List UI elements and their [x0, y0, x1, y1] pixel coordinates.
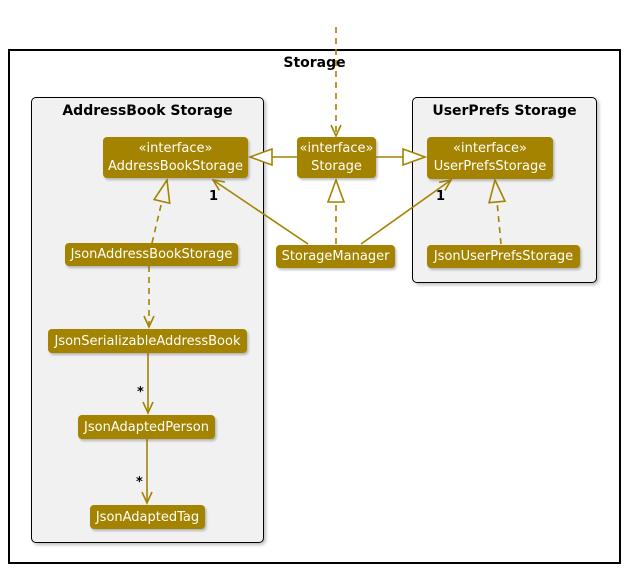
class-jsonaddressbookstorage: JsonAddressBookStorage [65, 243, 238, 266]
class-name-label: JsonAdaptedPerson [84, 419, 209, 435]
class-name-label: Storage [311, 158, 362, 174]
class-name-label: JsonAddressBookStorage [70, 247, 233, 262]
multiplicity-label-storagemanager-userprefsstorage: 1 [436, 189, 446, 204]
realization-arrow-jsonaddressbookstorage-addressbookstorage [151, 180, 167, 244]
stereotype-label: «interface» [138, 140, 213, 156]
diagram-title: Storage [283, 55, 346, 71]
class-name-label: StorageManager [281, 249, 390, 264]
class-name-label: JsonSerializableAddressBook [54, 333, 241, 349]
class-name-label: JsonAdaptedTag [95, 509, 200, 525]
class-addressbookstorage-interface: «interface» AddressBookStorage [103, 137, 248, 178]
class-storage-interface: «interface» Storage [297, 137, 376, 178]
addressbook-storage-package-title: AddressBook Storage [62, 103, 233, 119]
class-name-label: AddressBookStorage [108, 158, 243, 174]
class-storagemanager: StorageManager [276, 245, 395, 268]
association-arrow-storagemanager-userprefsstorage [360, 178, 453, 245]
multiplicity-label-serializableaddressbook-adaptedperson: * [137, 385, 144, 400]
class-jsonadaptedperson: JsonAdaptedPerson [78, 415, 215, 439]
association-arrow-storagemanager-addressbookstorage [211, 178, 309, 245]
multiplicity-label-storagemanager-addressbookstorage: 1 [209, 189, 219, 204]
userprefs-storage-package-title: UserPrefs Storage [432, 103, 577, 119]
stereotype-label: «interface» [453, 141, 527, 156]
stereotype-label: «interface» [299, 140, 374, 156]
realization-arrow-jsonuserprefsstorage-userprefsstorage [495, 180, 501, 245]
class-name-label: UserPrefsStorage [433, 159, 547, 174]
class-jsonserializableaddressbook: JsonSerializableAddressBook [48, 329, 247, 353]
class-userprefsstorage-interface: «interface» UserPrefsStorage [427, 137, 553, 179]
class-jsonuserprefsstorage: JsonUserPrefsStorage [427, 245, 580, 268]
multiplicity-label-adaptedperson-adaptedtag: * [136, 475, 143, 490]
class-jsonadaptedtag: JsonAdaptedTag [90, 505, 205, 529]
class-name-label: JsonUserPrefsStorage [433, 249, 574, 264]
